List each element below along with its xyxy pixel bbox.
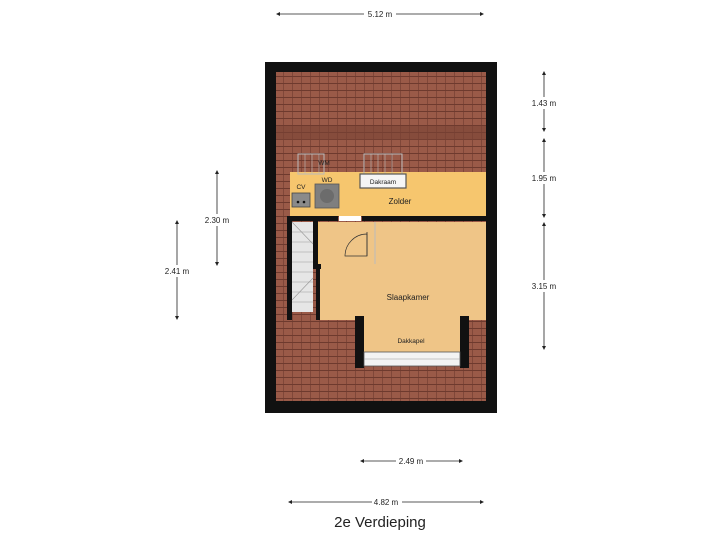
- dim-bg-dakkapel: [396, 455, 426, 467]
- room-label-dakkapel: Dakkapel: [397, 338, 425, 345]
- dim-label-right-bottom: 3.15 m: [532, 282, 557, 291]
- dim-label-left-outer: 2.41 m: [165, 267, 190, 276]
- room-label-slaapkamer: Slaapkamer: [387, 293, 430, 302]
- dim-label-right-top: 1.43 m: [532, 99, 557, 108]
- doorway-gap: [339, 216, 361, 221]
- dim-bg-right-top: [530, 97, 558, 109]
- bedroom-room: [319, 222, 486, 320]
- cv-label: CV: [296, 184, 306, 191]
- staircase: [291, 221, 314, 312]
- interior-walls: [287, 216, 486, 368]
- dim-label-left-inner: 2.30 m: [205, 216, 230, 225]
- floor-title: 2e Verdieping: [334, 514, 426, 531]
- cv-dot-left: [296, 200, 300, 204]
- dim-bg-bottom: [372, 496, 402, 508]
- dim-label-right-middle: 1.95 m: [532, 174, 557, 183]
- dakraam-box: [359, 173, 407, 189]
- dim-label-dakkapel: 2.49 m: [399, 457, 424, 466]
- dim-bg-left-inner: [203, 214, 231, 226]
- dim-bg-left-outer: [163, 265, 191, 277]
- dim-bg-right-bottom: [530, 280, 558, 292]
- wm-label: WM: [318, 160, 330, 167]
- roof-window-wm: [297, 153, 325, 175]
- cv-dot-right: [302, 200, 306, 204]
- wd-drum: [320, 189, 334, 203]
- dim-bg-right-middle: [530, 172, 558, 184]
- dim-label-top: 5.12 m: [368, 10, 393, 19]
- roof-ridge-band: [276, 126, 486, 140]
- room-label-zolder: Zolder: [389, 197, 412, 206]
- dakraam-label: Dakraam: [370, 179, 396, 186]
- wd-label: WD: [322, 177, 333, 184]
- cv-unit: [291, 192, 311, 208]
- dakkapel-window: [363, 351, 461, 367]
- dim-bg-top: [364, 8, 396, 20]
- dim-label-bottom: 4.82 m: [374, 498, 399, 507]
